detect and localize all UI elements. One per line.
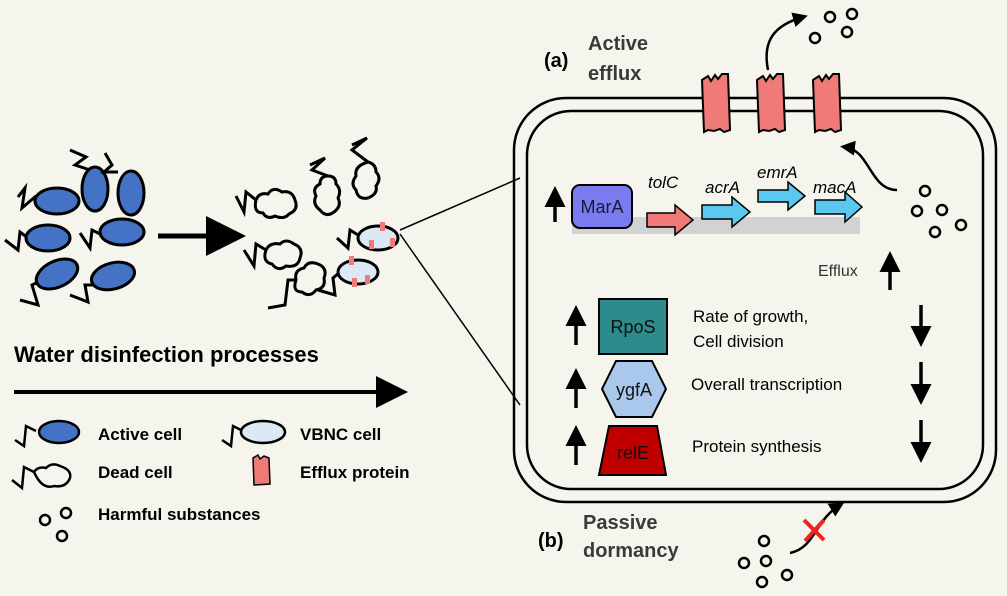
legend-efflux-protein-label: Efflux protein (300, 463, 410, 482)
outer-membrane (512, 96, 998, 504)
dead-cell (349, 136, 381, 200)
gene-arrow-maca (814, 190, 864, 224)
efflux-in-arrow (840, 140, 898, 192)
efflux-out-arrow (765, 12, 808, 71)
dead-cell (234, 187, 298, 220)
gene-label-acra: acrA (705, 178, 740, 197)
rele-trapezoid (597, 425, 668, 476)
legend-harmful-substances-icon (38, 506, 73, 543)
active-cell (4, 223, 72, 253)
legend-active-cell-icon (14, 419, 81, 449)
active-cell (16, 182, 81, 216)
panel-b-line2: dormancy (583, 540, 679, 562)
gene-label-maca: macA (813, 178, 856, 197)
legend-dead-cell-icon (11, 463, 72, 491)
gene-label-emra: emrA (757, 163, 798, 182)
legend-efflux-protein-icon (252, 453, 271, 486)
active-cell (69, 148, 110, 213)
efflux-protein (755, 73, 787, 134)
panel-a-line1: Active (588, 33, 648, 55)
panel-b-tag: (b) (538, 530, 564, 552)
dormancy-row-ygfa: ygfA Overall transcription (565, 360, 932, 418)
vbnc-cell-cluster (317, 222, 400, 298)
vbnc-cell (335, 222, 400, 252)
efflux-label: Efflux (818, 263, 858, 280)
active-cell (69, 260, 137, 305)
dead-cell (267, 261, 327, 310)
ygfa-hexagon (600, 360, 668, 418)
rpos-box (598, 298, 668, 355)
mara-label: MarA (580, 197, 623, 217)
intracellular-substances (910, 184, 968, 239)
ygfa-effect: Overall transcription (691, 375, 842, 394)
process-title: Water disinfection processes (14, 342, 319, 367)
legend-vbnc-cell-icon (221, 419, 287, 449)
vbnc-cell (317, 256, 380, 298)
active-cell (100, 152, 146, 217)
efflux-pumps (700, 73, 843, 134)
gene-arrow-tolc (646, 203, 695, 237)
gene-arrow-acra (701, 195, 752, 229)
dormancy-row-rpos: RpoS Rate of growth, Cell division (565, 298, 932, 355)
dead-cell-cluster (234, 136, 381, 310)
dead-cell (309, 156, 342, 217)
legend-harmful-substances-label: Harmful substances (98, 505, 261, 524)
retained-substances (737, 534, 794, 589)
mara-box (571, 184, 633, 229)
gene-arrow-emra (757, 180, 807, 212)
zoom-line (399, 233, 521, 406)
legend: Active cell VBNC cell Dead cell Efflux p… (11, 419, 410, 543)
gene-label-tolc: tolC (648, 173, 679, 192)
dead-cell (242, 239, 303, 271)
legend-vbnc-cell-label: VBNC cell (300, 425, 381, 444)
active-cell (19, 257, 80, 308)
rpos-label: RpoS (610, 317, 655, 337)
rpos-effect-line2: Cell division (693, 332, 784, 351)
legend-active-cell-label: Active cell (98, 425, 182, 444)
active-cell (78, 217, 146, 253)
panel-b-line1: Passive (583, 512, 658, 534)
panel-a-tag: (a) (544, 50, 568, 72)
expelled-substances (808, 7, 859, 45)
rpos-effect-line1: Rate of growth, (693, 307, 808, 326)
zoom-line (399, 177, 521, 231)
dormancy-row-rele: relE Protein synthesis (565, 420, 932, 476)
efflux-protein (811, 73, 843, 134)
block-x-icon (802, 518, 826, 543)
ygfa-label: ygfA (616, 380, 652, 400)
panel-a-line2: efflux (588, 63, 641, 85)
inner-membrane (525, 109, 985, 491)
rele-effect: Protein synthesis (692, 437, 821, 456)
legend-dead-cell-label: Dead cell (98, 463, 173, 482)
rele-label: relE (617, 443, 649, 463)
efflux-protein (700, 73, 732, 134)
active-cell-cluster (4, 148, 146, 308)
dna-strand (572, 217, 860, 234)
